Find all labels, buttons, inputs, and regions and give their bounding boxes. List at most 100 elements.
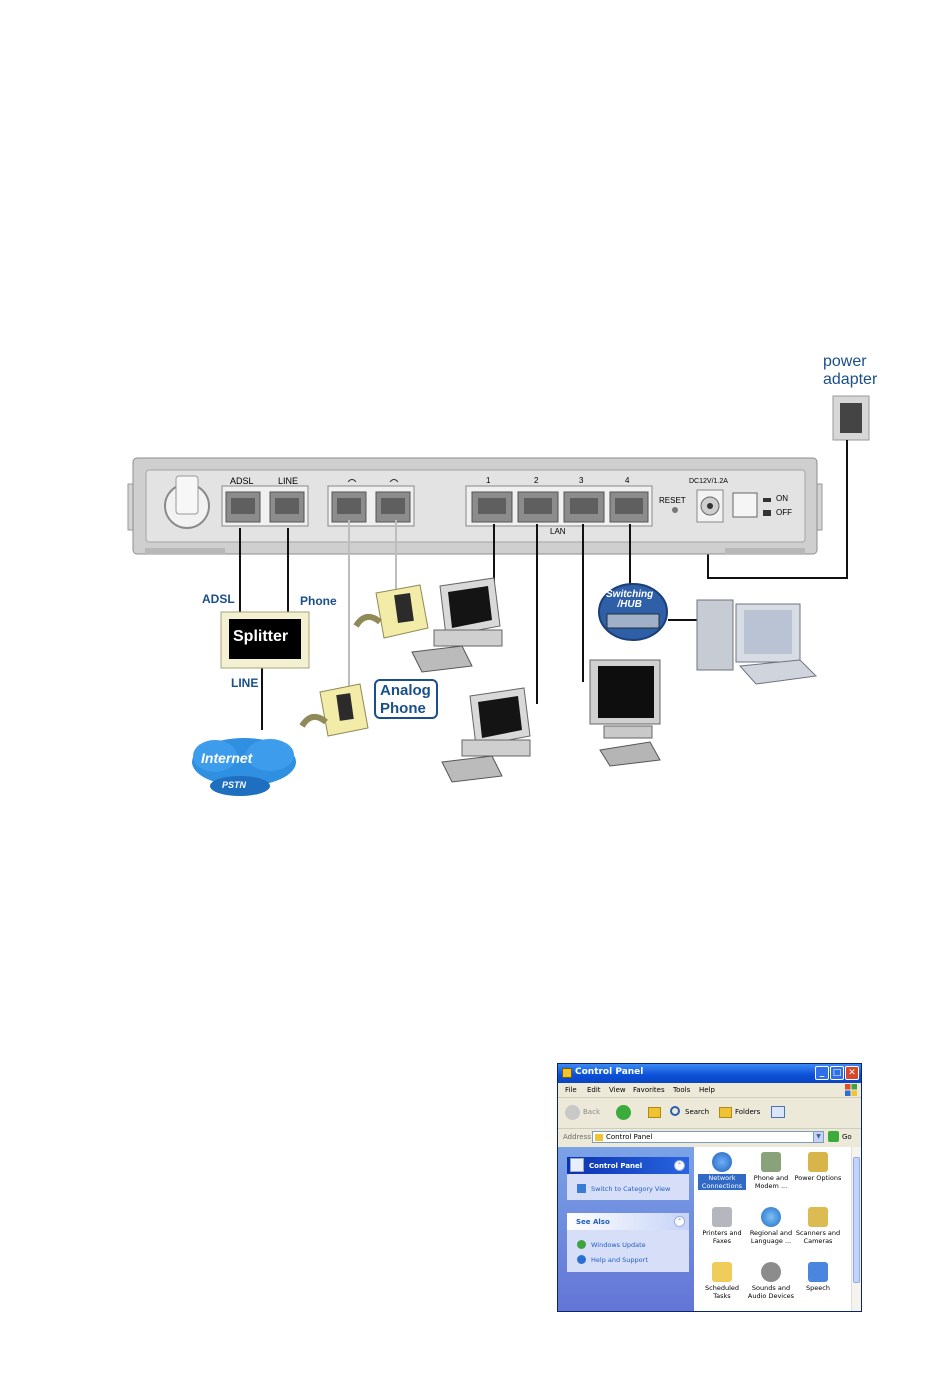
chevron-down-icon[interactable]: ▼	[813, 1131, 824, 1143]
menu-favorites[interactable]: Favorites	[633, 1086, 665, 1094]
lan-port-number: 4	[625, 476, 630, 485]
lan-port-icon	[609, 491, 649, 523]
menu-view[interactable]: View	[609, 1086, 626, 1094]
up-folder-icon[interactable]	[648, 1107, 661, 1118]
item-regional-and-language[interactable]: Regional and Language ...	[747, 1207, 795, 1245]
connection-diagram	[127, 395, 870, 796]
control-panel-window: Control Panel _ □ ✕ File Edit View Favor…	[557, 1063, 862, 1312]
folders-button[interactable]: Folders	[735, 1108, 761, 1116]
item-speech[interactable]: Speech	[794, 1262, 842, 1292]
desktop-computer-icon	[441, 687, 531, 783]
lan-port-number: 2	[534, 476, 539, 485]
address-field[interactable]: Control Panel	[592, 1131, 824, 1143]
menu-edit[interactable]: Edit	[587, 1086, 601, 1094]
item-scheduled-tasks[interactable]: Scheduled Tasks	[698, 1262, 746, 1300]
item-scanners-and-cameras[interactable]: Scanners and Cameras	[794, 1207, 842, 1245]
windows-update-icon	[577, 1240, 586, 1249]
splitter-icon	[220, 611, 310, 669]
item-sounds-and-audio-devices[interactable]: Sounds and Audio Devices	[747, 1262, 795, 1300]
folders-icon[interactable]	[719, 1107, 732, 1118]
dc-label: DC12V/1.2A	[689, 478, 728, 485]
minimize-button[interactable]: _	[815, 1066, 829, 1080]
collapse-icon[interactable]: ⌃	[674, 1160, 685, 1171]
go-arrow-icon[interactable]	[828, 1131, 839, 1142]
speech-icon	[808, 1262, 828, 1282]
line-cable-label: LINE	[231, 676, 259, 690]
menu-bar: File Edit View Favorites Tools Help	[558, 1083, 861, 1098]
globe-icon	[761, 1207, 781, 1227]
speaker-icon	[761, 1262, 781, 1282]
item-phone-and-modem[interactable]: Phone and Modem ...	[747, 1152, 795, 1190]
address-label: Address	[563, 1133, 591, 1141]
views-icon[interactable]	[771, 1106, 785, 1118]
port-label-adsl: ADSL	[230, 476, 254, 486]
control-panel-icon	[570, 1158, 584, 1172]
analog-phone-callout: Analog Phone	[374, 679, 438, 719]
power-adapter-icon	[832, 395, 870, 441]
item-printers-and-faxes[interactable]: Printers and Faxes	[698, 1207, 746, 1245]
phone-port-2-icon	[375, 491, 411, 523]
lan-port-number: 1	[486, 476, 491, 485]
internet-label: Internet	[201, 750, 253, 766]
windows-update-link[interactable]: Windows Update	[591, 1241, 646, 1249]
items-pane: Network Connections Phone and Modem ... …	[694, 1147, 851, 1311]
analog-phone-label: Analog Phone	[380, 682, 431, 717]
search-icon[interactable]	[670, 1106, 680, 1116]
reset-label: RESET	[659, 496, 686, 505]
collapse-icon[interactable]: ⌃	[674, 1216, 685, 1227]
maximize-button[interactable]: □	[830, 1066, 844, 1080]
switch-on-label: ON	[776, 494, 788, 503]
task-pane: Control Panel ⌃ Switch to Category View …	[558, 1147, 694, 1311]
lan-label: LAN	[550, 527, 566, 536]
menu-tools[interactable]: Tools	[673, 1086, 691, 1094]
lan-port-icon	[517, 491, 559, 523]
scrollbar-thumb[interactable]	[853, 1157, 860, 1283]
switch-view-icon	[577, 1184, 586, 1193]
toolbar: Back Search Folders	[558, 1098, 861, 1129]
go-button[interactable]: Go	[842, 1133, 852, 1141]
telephone-icon	[299, 683, 369, 737]
forward-arrow-icon[interactable]	[616, 1105, 631, 1120]
address-value: Control Panel	[606, 1133, 653, 1141]
item-network-connections[interactable]: Network Connections	[698, 1152, 746, 1190]
desktop-computer-icon	[411, 577, 503, 673]
help-icon	[577, 1255, 586, 1264]
power-icon	[808, 1152, 828, 1172]
see-also-section-header[interactable]: See Also ⌃	[567, 1213, 689, 1230]
line-port-icon	[269, 491, 305, 523]
telephone-icon	[353, 584, 429, 639]
printer-icon	[712, 1207, 732, 1227]
back-button[interactable]: Back	[583, 1108, 600, 1116]
switch-to-category-view-link[interactable]: Switch to Category View	[591, 1185, 671, 1193]
phone-modem-icon	[761, 1152, 781, 1172]
back-arrow-icon[interactable]	[565, 1105, 580, 1120]
menu-file[interactable]: File	[565, 1086, 577, 1094]
see-also-section: See Also ⌃ Windows Update Help and Suppo…	[567, 1213, 689, 1272]
scheduled-tasks-icon	[712, 1262, 732, 1282]
window-title: Control Panel	[575, 1067, 644, 1077]
port-label-line: LINE	[278, 476, 299, 486]
menu-help[interactable]: Help	[699, 1086, 715, 1094]
phone-port-1-icon	[331, 491, 367, 523]
lan-port-icon	[563, 491, 605, 523]
control-panel-section-title: Control Panel	[589, 1162, 643, 1170]
desktop-computer-icon	[696, 599, 818, 685]
internet-cloud-icon	[192, 738, 296, 796]
title-bar[interactable]: Control Panel _ □ ✕	[558, 1064, 861, 1083]
switch-off-label: OFF	[776, 508, 792, 517]
close-button[interactable]: ✕	[845, 1066, 859, 1080]
search-button[interactable]: Search	[685, 1108, 710, 1116]
control-panel-section-header[interactable]: Control Panel ⌃	[567, 1157, 689, 1174]
control-panel-section: Control Panel ⌃ Switch to Category View	[567, 1157, 689, 1200]
switching-hub-icon	[598, 583, 668, 641]
control-panel-icon	[562, 1068, 572, 1078]
help-and-support-link[interactable]: Help and Support	[591, 1256, 648, 1264]
windows-logo-icon	[845, 1084, 857, 1096]
switching-hub-label: Switching /HUB	[606, 589, 654, 610]
power-adapter-label: power adapter	[823, 353, 878, 388]
power-switch-icon	[732, 492, 758, 518]
item-power-options[interactable]: Power Options	[794, 1152, 842, 1182]
lan-port-number: 3	[579, 476, 584, 485]
vertical-scrollbar[interactable]	[851, 1147, 861, 1311]
scanner-icon	[808, 1207, 828, 1227]
